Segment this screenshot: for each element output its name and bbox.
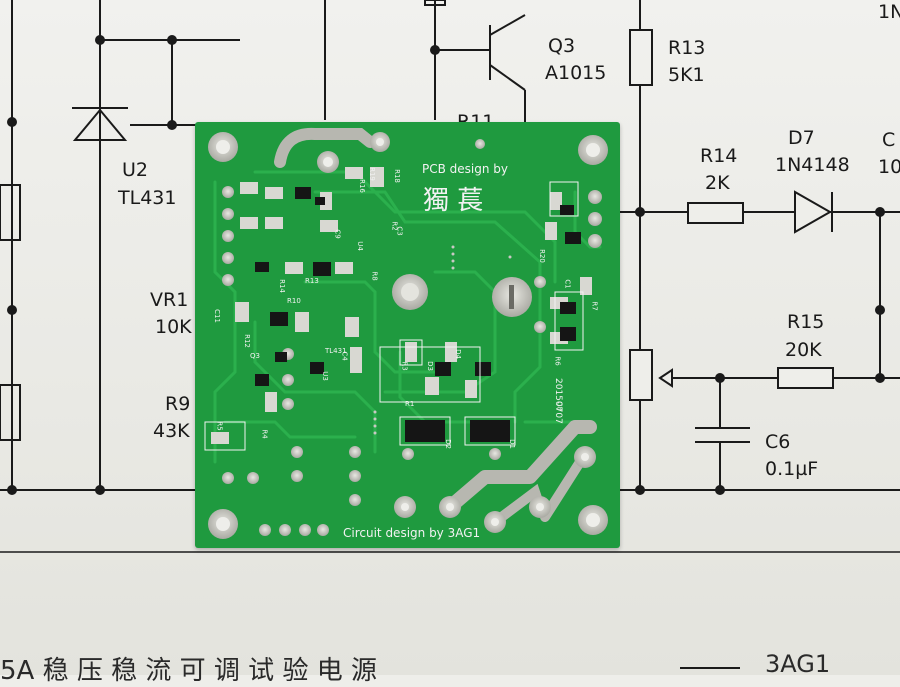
refdes-r7: R7 <box>590 301 599 311</box>
schematic-label-u2-value: TL431 <box>118 187 177 209</box>
refdes-d4: D4 <box>453 349 462 359</box>
silkscreen-pcb-credit: PCB design by <box>422 162 509 176</box>
refdes-r5: R5 <box>215 421 224 431</box>
schematic-label-r15-value: 20K <box>785 339 822 361</box>
schematic-label-edge-1n: 1N <box>878 1 900 23</box>
refdes-d2: D2 <box>443 439 452 449</box>
refdes-d1: D1 <box>507 439 516 449</box>
refdes-r3: R3 <box>400 361 409 371</box>
schematic-label-q3-value: A1015 <box>545 62 607 84</box>
schematic-label-edge-c: C <box>882 129 896 151</box>
refdes-r18: R18 <box>392 169 401 183</box>
schematic-label-r14-ref: R14 <box>700 145 738 167</box>
schematic-label-r9-ref: R9 <box>165 393 191 415</box>
refdes-u3: U3 <box>320 371 329 381</box>
schematic-label-r15-ref: R15 <box>787 311 825 333</box>
schematic-label-d7-value: 1N4148 <box>775 154 850 176</box>
refdes-r12: R12 <box>242 334 251 348</box>
schematic-label-vr1-value: 10K <box>155 316 192 338</box>
schematic-label-d7-ref: D7 <box>788 127 815 149</box>
schematic-label-edge-10: 10 <box>878 156 900 178</box>
silkscreen-circuit-credit: Circuit design by 3AG1 <box>343 526 481 540</box>
refdes-r20: R20 <box>537 249 546 263</box>
schematic-label-q3-ref: Q3 <box>548 35 576 57</box>
refdes-c11: C11 <box>212 309 221 323</box>
refdes-tl431: TL431 <box>325 347 347 355</box>
refdes-r6: R6 <box>553 356 562 366</box>
schematic-label-r13-ref: R13 <box>668 37 706 59</box>
schematic-label-u2-ref: U2 <box>122 159 148 181</box>
refdes-r14: R14 <box>277 279 286 293</box>
schematic-title-author: 3AG1 <box>765 650 831 678</box>
refdes-q3: Q3 <box>250 352 260 360</box>
refdes-r13: R13 <box>305 277 319 285</box>
pcb-board: PCB design by 獨 萇 Circuit design by 3AG1… <box>195 122 620 548</box>
pcb-artwork <box>204 127 608 539</box>
refdes-r8: R8 <box>370 271 379 281</box>
refdes-d3: D3 <box>425 361 434 371</box>
schematic-label-c6-ref: C6 <box>765 431 791 453</box>
refdes-c8: C8 <box>555 401 564 411</box>
schematic-label-r13-value: 5K1 <box>668 64 705 86</box>
refdes-r19: R19 <box>367 167 376 181</box>
schematic-label-c6-value: 0.1µF <box>765 458 819 480</box>
refdes-c3: C3 <box>395 226 404 236</box>
refdes-c1: C1 <box>563 279 572 289</box>
schematic-label-vr1-ref: VR1 <box>150 289 189 311</box>
schematic-label-r14-value: 2K <box>705 172 730 194</box>
refdes-r4: R4 <box>260 429 269 439</box>
schematic-label-r9-value: 43K <box>153 420 190 442</box>
refdes-r16: R16 <box>357 179 366 193</box>
silkscreen-logo: 獨 萇 <box>423 186 484 216</box>
schematic-title: 5A 稳 压 稳 流 可 调 试 验 电 源 <box>0 656 377 686</box>
refdes-r10: R10 <box>287 297 301 305</box>
refdes-c9: C9 <box>333 229 342 239</box>
refdes-r1: R1 <box>405 400 415 408</box>
refdes-u4: U4 <box>355 241 364 251</box>
